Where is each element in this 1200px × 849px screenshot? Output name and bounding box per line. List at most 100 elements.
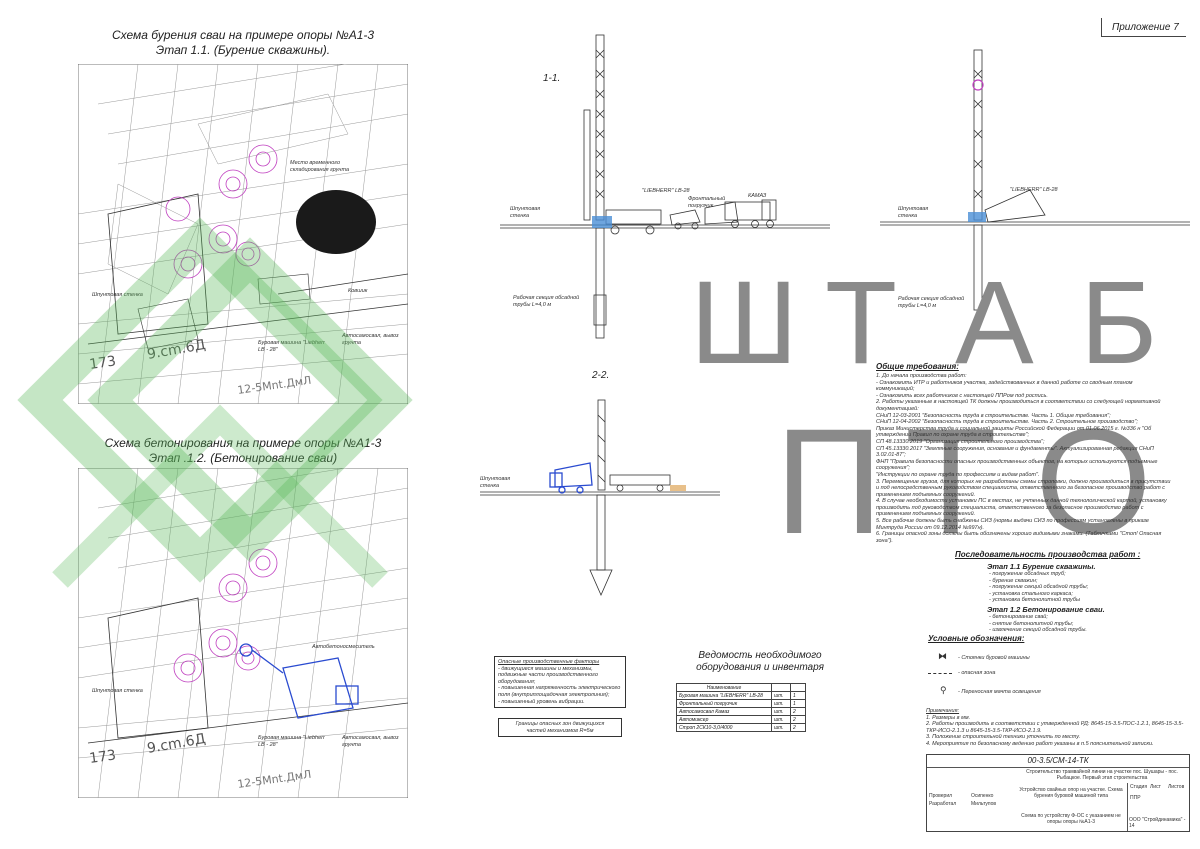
svg-text:12-5Mnt.ДмЛ: 12-5Mnt.ДмЛ (237, 374, 312, 397)
stage1-title: Этап 1.1 Бурение скважины. (987, 562, 1096, 571)
note-line: 4. Мероприятия по безопасному ведению ра… (926, 740, 1154, 747)
equipment-cell: 2 (790, 723, 806, 732)
hazard-line: - движущиеся машины и механизмы, подвижн… (498, 665, 598, 685)
equipment-cell: Автосамосвал Камаз (676, 707, 772, 716)
equipment-title: Ведомость необходимого оборудования и ин… (670, 650, 850, 674)
general-line: "Инструкции по охране труда по профессия… (876, 471, 1040, 478)
stage1-item: - погружение секций обсадной трубы; (989, 584, 1089, 591)
equipment-cell: 1 (790, 699, 806, 708)
hazard-line: - повышенная напряженность электрическог… (498, 685, 621, 698)
stamp-developed-label: Разработал (929, 801, 957, 807)
general-line: СП 48.13330.2019 "Организация строительн… (876, 438, 1045, 445)
general-line: СП 45.13330.2017 "Земляные сооружения, о… (876, 445, 1154, 459)
svg-text:9.сm.6Д: 9.сm.6Д (146, 337, 207, 363)
general-line: 6. Границы опасной зоны должны быть обоз… (876, 531, 1162, 544)
label-mixer: Автобетоносмеситель (312, 644, 375, 650)
equipment-cell: 1 (790, 691, 806, 700)
label-pile-wall-s2: Шпунтовая стенка (480, 476, 511, 489)
note-line: 2. Работы производить в соответствии с у… (926, 721, 1184, 734)
stamp-checked-label: Проверил (929, 793, 953, 799)
stage2-item: - извлечение секций обсадной трубы. (989, 627, 1087, 634)
appendix-label: Приложение 7 (1112, 22, 1179, 33)
equipment-cell: шт. (771, 715, 791, 724)
label-pile-wall-right: Шпунтовая стенка (898, 206, 929, 219)
section-right-drawing (880, 49, 1190, 311)
concrete-mixer-plan (239, 643, 359, 719)
label-drill-rig-bottom: Буровая машина "Liebherr LB - 28" (258, 735, 325, 748)
equipment-cell: Автомиксер (676, 715, 772, 724)
label-dump-truck-bottom: Автосамосвал, вывоз грунта (342, 735, 399, 748)
label-pile-wall-top: Шпунтовая стенка (92, 292, 143, 298)
general-line: СНиП 12-03-2001 "Безопасность труда в ст… (876, 412, 1111, 419)
equipment-title-line1: Ведомость необходимого (698, 650, 822, 661)
hazards-box: Опасные производственные факторы - движу… (494, 656, 626, 709)
danger-zone-icon (928, 673, 952, 674)
equipment-table: Наименование Буровая машина "LIEBHERR" L… (676, 683, 806, 732)
bottom-title-line1: Схема бетонирования на примере опоры №А1… (104, 436, 382, 450)
top-title-line2: Этап 1.1. (Бурение скважины). (155, 43, 331, 57)
stage1-item: - погружение обсадных труб; (989, 571, 1066, 577)
svg-text:173: 173 (88, 747, 117, 767)
general-line: 2. Работы указанные в настоящей ТК должн… (876, 399, 1161, 412)
stage2-title: Этап 1.2 Бетонирование сваи. (987, 604, 1105, 614)
stamp-sheets-label: Листов (1168, 784, 1185, 790)
hazards-title: Опасные производственные факторы (498, 659, 600, 665)
equipment-title-line2: оборудования и инвентаря (696, 662, 824, 673)
note-line: 3. Положение строительной техники уточни… (926, 734, 1081, 741)
stamp-stage-cell: Стадия Лист Листов ППР (1127, 783, 1190, 831)
label-drill-rig-top: Буровая машина "Liebherr LB - 28" (258, 340, 325, 353)
equipment-cell: Буровая машина "LIEBHERR" LB-28 (676, 691, 772, 700)
mixer-section (549, 462, 593, 494)
notes-title: Примечания: (926, 708, 960, 714)
equipment-cell: шт. (771, 723, 791, 732)
stage2-item: - снятие бетонолитной трубы; (989, 620, 1074, 627)
bottom-plan-drawing: 173 9.сm.6Д 12-5Mnt.ДмЛ (78, 468, 408, 798)
general-line: 5. Все рабочие должны быть снабжены СИЗ … (876, 518, 1149, 531)
stage1-item: - установка бетонолитной трубы (989, 597, 1081, 604)
soil-storage-blob (296, 190, 376, 254)
rig-parking-icon: ⧓ (938, 651, 947, 661)
label-casing-s1: Рабочая секция обсадной трубы L=4,0 м (513, 295, 580, 308)
appendix-frame (1101, 18, 1186, 37)
legend-title: Условные обозначения: (928, 634, 1025, 643)
general-requirements: Общие требования: 1. До начала производс… (876, 362, 1172, 544)
general-line: СНиП 12-04-2002 "Безопасность труда в ст… (876, 419, 1138, 426)
label-pile-wall-s1: Шпунтовая стенка (510, 206, 541, 219)
title-block: 00-3.5/СМ-14-ТК Строительство трамвайной… (926, 754, 1190, 832)
equipment-header: Наименование (676, 683, 772, 692)
top-scheme-title: Схема бурения сваи на примере опоры №А1-… (78, 28, 408, 58)
notes: Примечания: 1. Размеры в мм. 2. Работы п… (926, 708, 1186, 748)
equipment-cell: шт. (771, 691, 791, 700)
section-2-label: 2-2. (592, 370, 610, 381)
label-pile-wall-bottom: Шпунтовая стенка (92, 688, 143, 694)
stamp-org: ООО "Стройдинамика" - 14 (1129, 817, 1186, 829)
boundary-line: Границы опасных зон движущихся (515, 721, 605, 727)
work-sequence: Последовательность производства работ : … (955, 550, 1175, 634)
general-line: 4. В случае необходимости установки ПС в… (876, 498, 1167, 518)
equipment-cell: 2 (790, 707, 806, 716)
svg-text:173: 173 (88, 353, 117, 373)
stage1-item: - установка стального каркаса; (989, 590, 1073, 597)
general-lines: 1. До начала производства работ: - Ознак… (876, 373, 1172, 544)
section-1-label: 1-1. (543, 73, 561, 84)
general-line: ФНП "Правила безопасности опасных произв… (876, 458, 1158, 472)
sequence-title: Последовательность производства работ : (955, 550, 1141, 559)
stamp-stage-label: Стадия (1130, 784, 1148, 790)
legend-item: - Переносная мачта освещения (958, 689, 1041, 695)
legend-item: - Стоянки буровой машины (958, 655, 1030, 661)
equipment-cell: шт. (771, 699, 791, 708)
label-rig-name-s1: "LIEBHERR" LB-28 (642, 188, 690, 194)
stamp-stage: ППР (1130, 795, 1141, 801)
stamp-developed-name: Мильтупов (971, 801, 997, 807)
top-title-line1: Схема бурения сваи на примере опоры №А1-… (111, 28, 375, 42)
stamp-desc: Строительство трамвайной линии на участк… (1026, 769, 1178, 781)
equipment-header (790, 683, 806, 692)
label-kamaz: КАМАЗ (748, 193, 767, 199)
equipment-header (771, 683, 791, 692)
section-1-drawing (500, 34, 830, 339)
hazard-line: - повышенный уровень вибрации. (498, 698, 585, 705)
